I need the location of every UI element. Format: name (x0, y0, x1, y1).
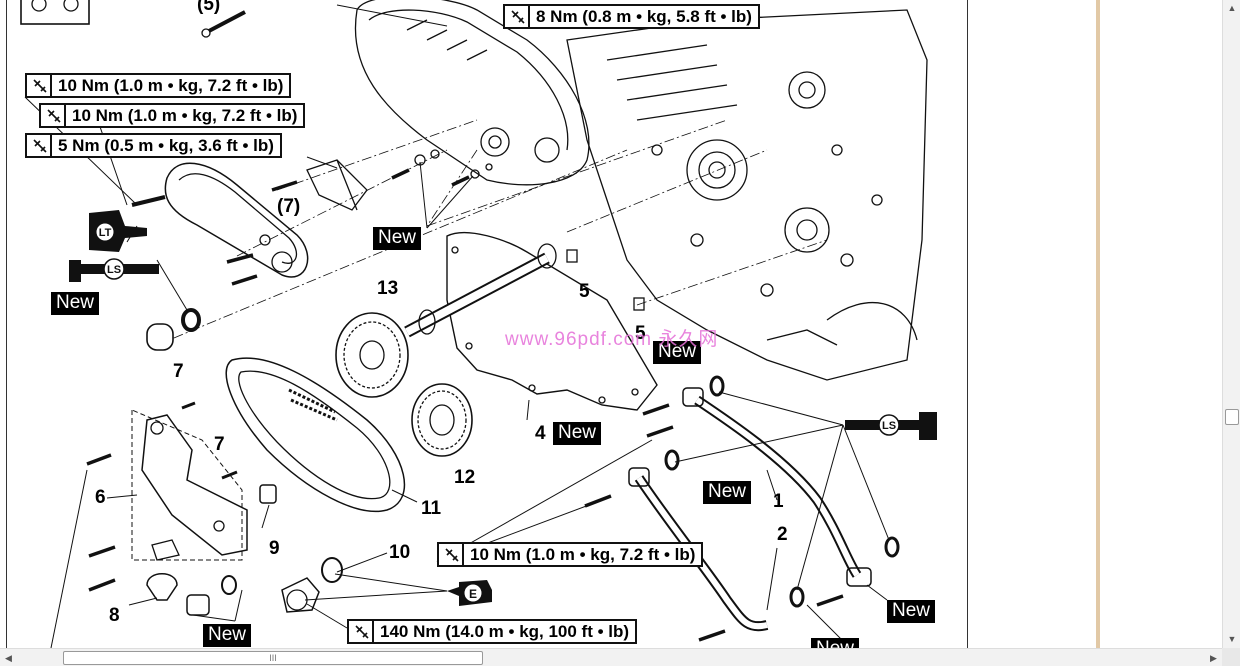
torque-wrench-icon (43, 105, 66, 126)
callout-label: 1 (773, 491, 784, 512)
horizontal-scroll-thumb[interactable]: III (63, 651, 483, 665)
torque-wrench-icon (351, 621, 374, 642)
lt-sealant-symbol: LT (89, 210, 147, 252)
torque-spec-text: 10 Nm (1.0 m • kg, 7.2 ft • lb) (470, 544, 696, 564)
e-label: E (469, 587, 477, 601)
torque-spec-140nm: 140 Nm (14.0 m • kg, 100 ft • lb) (347, 619, 638, 644)
torque-wrench-icon (29, 135, 52, 156)
callout-label: 8 (109, 605, 120, 626)
callout-label: (7) (277, 196, 301, 217)
horizontal-scrollbar[interactable]: ◀ III ▶ (0, 648, 1222, 666)
torque-spec-5nm: 5 Nm (0.5 m • kg, 3.6 ft • lb) (25, 133, 282, 158)
scroll-left-arrow-icon[interactable]: ◀ (5, 653, 12, 663)
new-part-tag: New (203, 624, 252, 647)
torque-spec-text: 140 Nm (14.0 m • kg, 100 ft • lb) (380, 621, 630, 641)
page-gutter (969, 0, 1095, 648)
callout-label: 5 (635, 323, 646, 344)
ls-label-right: LS (882, 420, 896, 432)
new-part-tag: New (373, 227, 422, 250)
torque-spec-8nm: 8 Nm (0.8 m • kg, 5.8 ft • lb) (503, 4, 760, 29)
callout-label: 12 (454, 467, 476, 488)
callout-label: 6 (95, 487, 106, 508)
new-part-tag: New (553, 422, 602, 445)
callout-label: 10 (389, 542, 411, 563)
torque-spec-10nm-c: 10 Nm (1.0 m • kg, 7.2 ft • lb) (437, 542, 704, 567)
exploded-view-diagram: LT LS LS E (20, 0, 937, 648)
new-part-tag: New (703, 481, 752, 504)
callout-label: 4 (535, 423, 546, 444)
torque-spec-10nm-a: 10 Nm (1.0 m • kg, 7.2 ft • lb) (25, 73, 292, 98)
scroll-up-arrow-icon[interactable]: ▲ (1227, 3, 1237, 13)
torque-wrench-icon (507, 6, 530, 27)
engine-oil-symbol: E (447, 580, 492, 606)
sidebar-divider (1096, 0, 1100, 648)
new-part-tag: New (887, 600, 936, 623)
new-part-tag: New (51, 292, 100, 315)
callout-label: 7 (173, 361, 184, 382)
scrollbar-corner (1222, 648, 1240, 666)
callout-label: 2 (777, 524, 788, 545)
scroll-right-arrow-icon[interactable]: ▶ (1210, 653, 1217, 663)
callout-label: 5 (579, 281, 590, 302)
torque-spec-text: 10 Nm (1.0 m • kg, 7.2 ft • lb) (72, 105, 298, 125)
callout-label: (5) (197, 0, 221, 15)
ls-grease-symbol-right: LS (845, 412, 937, 440)
torque-wrench-icon (441, 544, 464, 565)
callout-label: 9 (269, 538, 280, 559)
new-part-tag: New (811, 638, 860, 648)
callout-label: 11 (421, 498, 442, 519)
ls-grease-symbol-left: LS (69, 258, 159, 282)
scroll-down-arrow-icon[interactable]: ▼ (1227, 634, 1237, 644)
new-part-tag: New (653, 341, 702, 364)
torque-spec-text: 10 Nm (1.0 m • kg, 7.2 ft • lb) (58, 75, 284, 95)
torque-spec-10nm-b: 10 Nm (1.0 m • kg, 7.2 ft • lb) (39, 103, 306, 128)
callout-label: 7 (214, 434, 225, 455)
ls-label-left: LS (107, 264, 121, 276)
watermark-text: www.96pdf.com 永久网 (505, 329, 719, 350)
torque-wrench-icon (29, 75, 52, 96)
lt-label: LT (99, 227, 112, 239)
vertical-scrollbar[interactable]: ▲ ▼ (1222, 0, 1240, 648)
manual-page: LT LS LS E (6, 0, 968, 648)
right-panel (1100, 0, 1222, 648)
torque-spec-text: 5 Nm (0.5 m • kg, 3.6 ft • lb) (58, 135, 274, 155)
vertical-scroll-thumb[interactable] (1225, 409, 1239, 425)
torque-spec-text: 8 Nm (0.8 m • kg, 5.8 ft • lb) (536, 6, 752, 26)
callout-label: 13 (377, 278, 399, 299)
